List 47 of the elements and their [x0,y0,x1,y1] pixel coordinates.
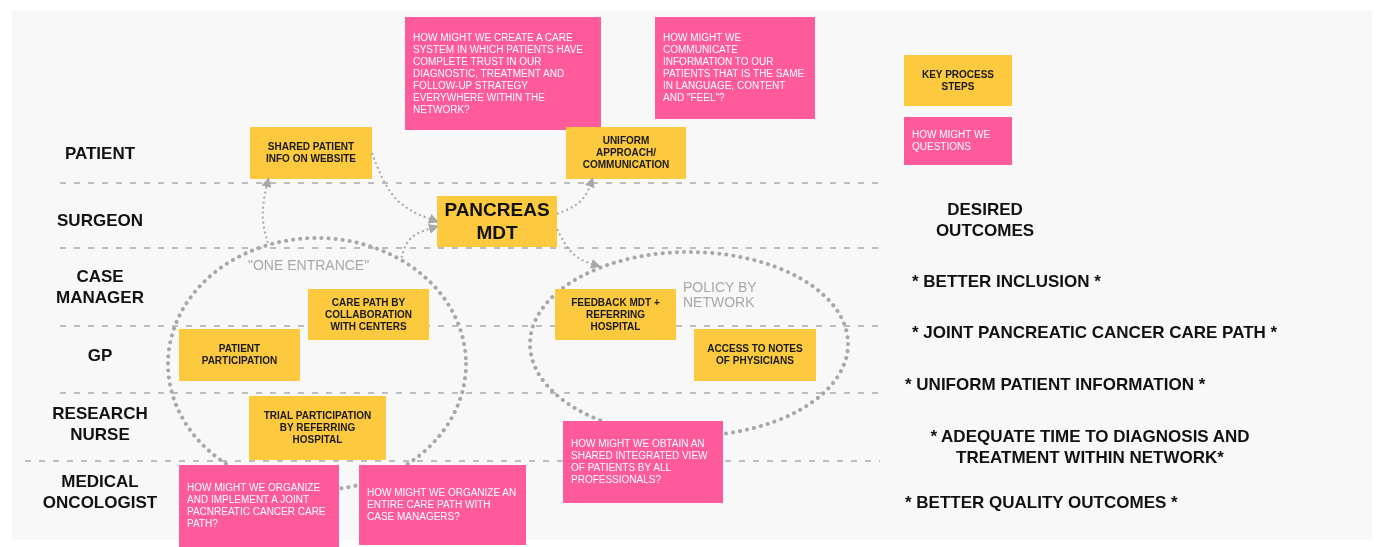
dotted-arrow [371,152,439,224]
sticky-note [179,465,339,547]
note-text: PATIENT PARTICIPATION [200,343,279,367]
dotted-arrow [556,177,595,215]
dotted-arrow [400,224,439,259]
note-text: HOW MIGHT WE ORGANIZE AND IMPLEMENT A JOINT PACNREATIC CANCER CARE PATH? [187,482,327,530]
note-text: UNIFORM APPROACH/ COMMUNICATION [581,135,671,171]
sticky-note [694,329,816,381]
note-text: PANCREAS MDT [444,198,550,245]
sticky-note [437,196,557,247]
lane-label: PATIENT [63,143,137,165]
note-text: HOW MIGHT WE COMMUNICATE INFORMATION TO OUR PATIENTS THAT IS THE SAME IN LANGUAGE, CONTENT AND "FEEL"? [663,32,806,104]
sticky-note [555,289,676,340]
note-text: HOW MIGHT WE OBTAIN AN SHARED INTEGRATED VIEW OF PATIENTS BY ALL PROFESSIONALS? [571,438,709,486]
outcome-text: * UNIFORM PATIENT INFORMATION * [905,374,1207,396]
sticky-note [405,17,601,130]
note-text: HOW MIGHT WE ORGANIZE AN ENTIRE CARE PATH WITH CASE MANAGERS? [367,487,518,523]
group-label: "ONE ENTRANCE" [248,258,371,274]
dotted-arrow [556,228,601,269]
note-text: ACCESS TO NOTES OF PHYSICIANS [706,343,804,367]
note-text: HOW MIGHT WE CREATE A CARE SYSTEM IN WHICH PATIENTS HAVE COMPLETE TRUST IN OUR DIAGNOSTIC, TREATMENT AND FOLLOW-UP STRATEGY EVERYWHERE WITHIN THE NETWORK? [413,31,584,116]
outcome-text: * BETTER INCLUSION * [912,271,1102,293]
outcome-text: * JOINT PANCREATIC CANCER CARE PATH * [912,322,1279,344]
sticky-note [250,127,372,179]
note-text: FEEDBACK MDT + REFERRING HOSPITAL [570,296,661,333]
lane-label: SURGEON [56,210,144,232]
legend-text: HOW MIGHT WE QUESTIONS [912,129,992,153]
sticky-note [249,396,386,460]
outcome-text: * BETTER QUALITY OUTCOMES * [905,492,1179,514]
legend-text: KEY PROCESS STEPS [920,68,996,93]
lane-label: MEDICAL ONCOLOGIST [41,471,159,514]
sticky-note [179,329,300,381]
sticky-note [563,421,723,503]
sticky-note [566,127,686,179]
lane-label: CASE MANAGER [55,266,145,309]
sticky-note [655,17,815,119]
lane-label: RESEARCH NURSE [51,403,149,446]
sticky-note [308,289,429,340]
note-text: CARE PATH BY COLLABORATION WITH CENTERS [324,296,413,333]
dotted-arrow [261,177,272,244]
section-heading: DESIRED OUTCOMES [934,199,1036,242]
outcome-text: * ADEQUATE TIME TO DIAGNOSIS AND TREATMENT WITHIN NETWORK* [929,426,1251,469]
group-label: POLICY BY NETWORK [683,280,758,311]
note-text: TRIAL PARTICIPATION BY REFERRING HOSPITAL [262,410,373,446]
note-text: SHARED PATIENT INFO ON WEBSITE [265,141,357,165]
sticky-note [359,465,526,545]
lane-label: GP [86,345,114,367]
